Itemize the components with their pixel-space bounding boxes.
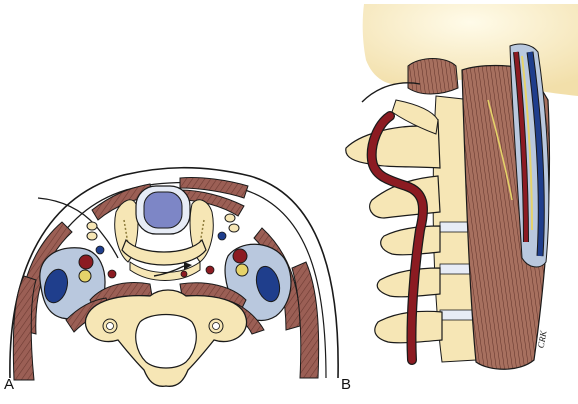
spinal-canal <box>135 313 197 369</box>
artist-signature: CRK <box>536 329 549 349</box>
esophagus <box>121 238 207 266</box>
retraction-arrow <box>153 265 185 277</box>
trachea-lumen <box>143 191 183 229</box>
skin-outline <box>9 166 339 379</box>
carotid-artery-right <box>232 248 248 264</box>
vagus-nerve-lateral <box>521 55 533 231</box>
carotid-artery-left <box>78 254 94 270</box>
panel-a-cross-section <box>9 166 339 387</box>
panel-label-b: B <box>341 376 352 393</box>
panel-b-lateral-view: CRK <box>345 4 578 370</box>
sternocleidomastoid-left <box>12 275 37 381</box>
internal-jugular-vein-left <box>43 268 69 304</box>
sternocleidomastoid-right <box>291 261 320 379</box>
internal-jugular-vein-right <box>255 265 281 303</box>
panel-label-a: A <box>4 376 15 393</box>
mandible-outline <box>361 82 421 103</box>
